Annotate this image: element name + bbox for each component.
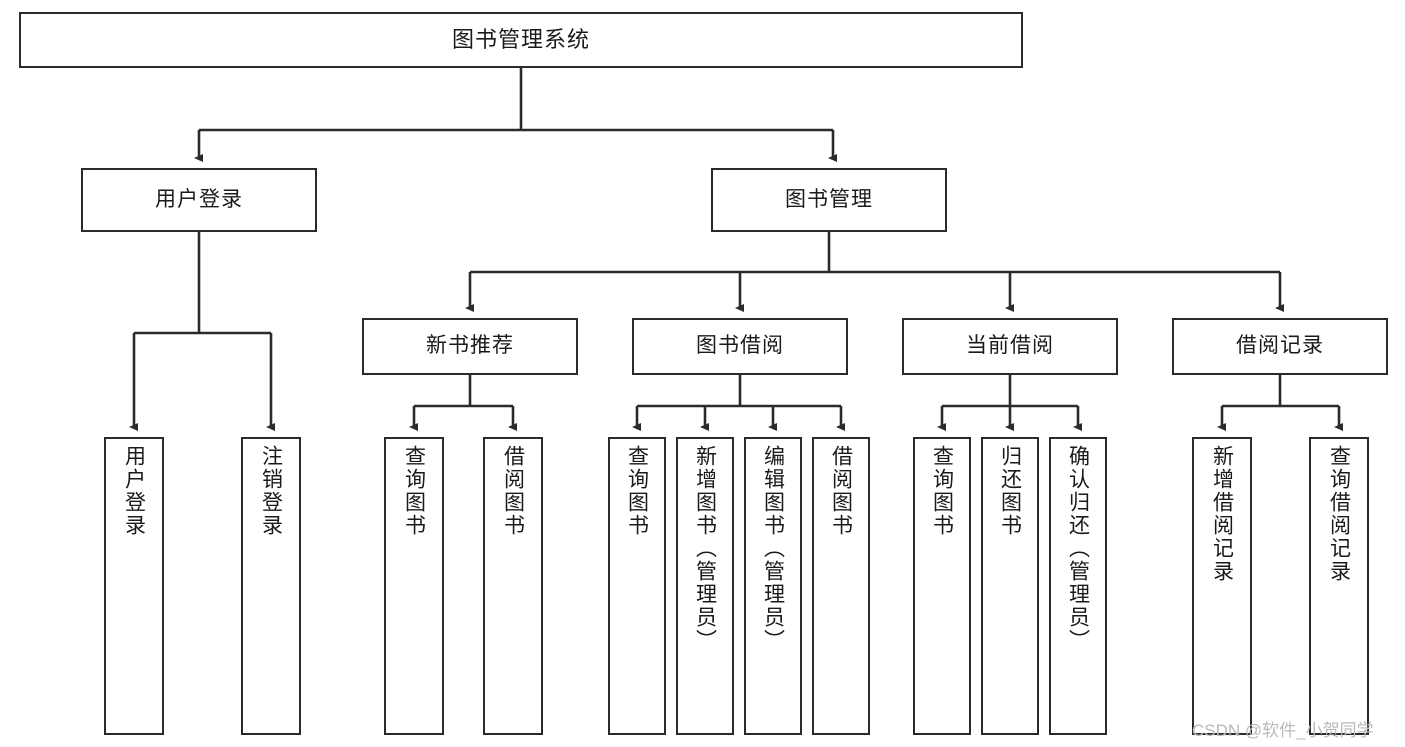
leaf-edit-book-admin[interactable]: 编辑图书（管理员） [744, 437, 802, 735]
leaf-confirm-return-admin[interactable]: 确认归还（管理员） [1049, 437, 1107, 735]
leaf-logout[interactable]: 注销登录 [241, 437, 301, 735]
node-current-borrow[interactable]: 当前借阅 [902, 318, 1118, 375]
leaf-user-login[interactable]: 用户登录 [104, 437, 164, 735]
leaf-add-borrow-record[interactable]: 新增借阅记录 [1192, 437, 1252, 735]
csdn-watermark: CSDN @软件_小贺同学 [1192, 721, 1374, 740]
node-label: 注销登录 [259, 445, 283, 537]
node-label: 查询图书 [402, 445, 426, 537]
node-label: 新增图书（管理员） [693, 445, 717, 652]
node-label: 确认归还（管理员） [1066, 445, 1090, 652]
leaf-query-book-borrow[interactable]: 查询图书 [608, 437, 666, 735]
leaf-query-book-newbook[interactable]: 查询图书 [384, 437, 444, 735]
node-label: 借阅图书 [501, 445, 525, 537]
node-label: 归还图书 [998, 445, 1022, 537]
leaf-return-book[interactable]: 归还图书 [981, 437, 1039, 735]
node-label: 图书管理系统 [451, 27, 590, 53]
node-label: 查询图书 [625, 445, 649, 537]
node-new-book-recommend[interactable]: 新书推荐 [362, 318, 578, 375]
leaf-query-borrow-record[interactable]: 查询借阅记录 [1309, 437, 1369, 735]
node-label: 图书借阅 [696, 334, 784, 358]
node-label: 借阅图书 [829, 445, 853, 537]
node-user-login[interactable]: 用户登录 [81, 168, 317, 232]
leaf-borrow-book-newbook[interactable]: 借阅图书 [483, 437, 543, 735]
leaf-add-book-admin[interactable]: 新增图书（管理员） [676, 437, 734, 735]
node-label: 借阅记录 [1236, 334, 1324, 358]
node-book-management[interactable]: 图书管理 [711, 168, 947, 232]
leaf-query-book-current[interactable]: 查询图书 [913, 437, 971, 735]
node-label: 图书管理 [785, 187, 873, 211]
node-label: 用户登录 [122, 445, 146, 537]
node-label: 查询借阅记录 [1327, 445, 1351, 583]
node-root-system[interactable]: 图书管理系统 [19, 12, 1023, 68]
node-label: 新增借阅记录 [1210, 445, 1234, 583]
leaf-borrow-book[interactable]: 借阅图书 [812, 437, 870, 735]
node-label: 编辑图书（管理员） [761, 445, 785, 652]
node-label: 查询图书 [930, 445, 954, 537]
node-book-borrow[interactable]: 图书借阅 [632, 318, 848, 375]
node-label: 新书推荐 [426, 334, 514, 358]
node-borrow-record[interactable]: 借阅记录 [1172, 318, 1388, 375]
node-label: 用户登录 [155, 187, 243, 211]
node-label: 当前借阅 [966, 334, 1054, 358]
